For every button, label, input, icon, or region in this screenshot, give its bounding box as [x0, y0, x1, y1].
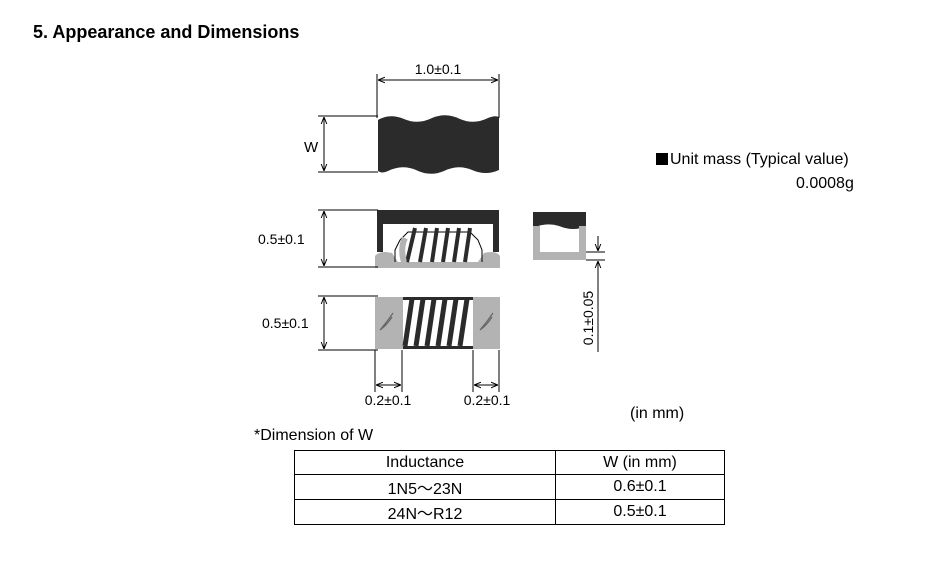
- square-bullet-icon: [656, 153, 668, 165]
- table-header-row: Inductance W (in mm): [294, 450, 725, 475]
- side-height-label: 0.5±0.1: [258, 231, 305, 247]
- table-cell: 0.5±0.1: [555, 499, 725, 525]
- unit-mass-value: 0.0008g: [796, 175, 854, 192]
- table-cell: 0.6±0.1: [555, 474, 725, 500]
- table-header: Inductance: [294, 450, 556, 475]
- w-dimension-table: Inductance W (in mm) 1N5〜23N 0.6±0.1 24N…: [294, 450, 725, 525]
- table-header: W (in mm): [555, 450, 725, 475]
- electrode-left-label: 0.2±0.1: [365, 392, 412, 408]
- end-thickness-label: 0.1±0.05: [580, 291, 596, 346]
- table-row: 1N5〜23N 0.6±0.1: [294, 474, 725, 500]
- unit-mass-label: Unit mass (Typical value): [656, 151, 849, 169]
- w-label: W: [304, 139, 319, 156]
- top-view: [318, 74, 500, 174]
- electrode-right-label: 0.2±0.1: [464, 392, 511, 408]
- table-cell: 1N5〜23N: [294, 474, 556, 500]
- bottom-view: [318, 295, 500, 392]
- table-row: 24N〜R12 0.5±0.1: [294, 499, 725, 525]
- unit-mass-text: Unit mass (Typical value): [670, 151, 849, 168]
- side-view: [318, 209, 500, 268]
- end-view: [533, 212, 605, 352]
- unit-note: (in mm): [630, 405, 685, 422]
- length-label: 1.0±0.1: [415, 61, 462, 77]
- section-title: 5. Appearance and Dimensions: [33, 22, 300, 42]
- bottom-height-label: 0.5±0.1: [262, 315, 309, 331]
- table-cell: 24N〜R12: [294, 499, 556, 525]
- w-dimension-note: *Dimension of W: [254, 427, 374, 444]
